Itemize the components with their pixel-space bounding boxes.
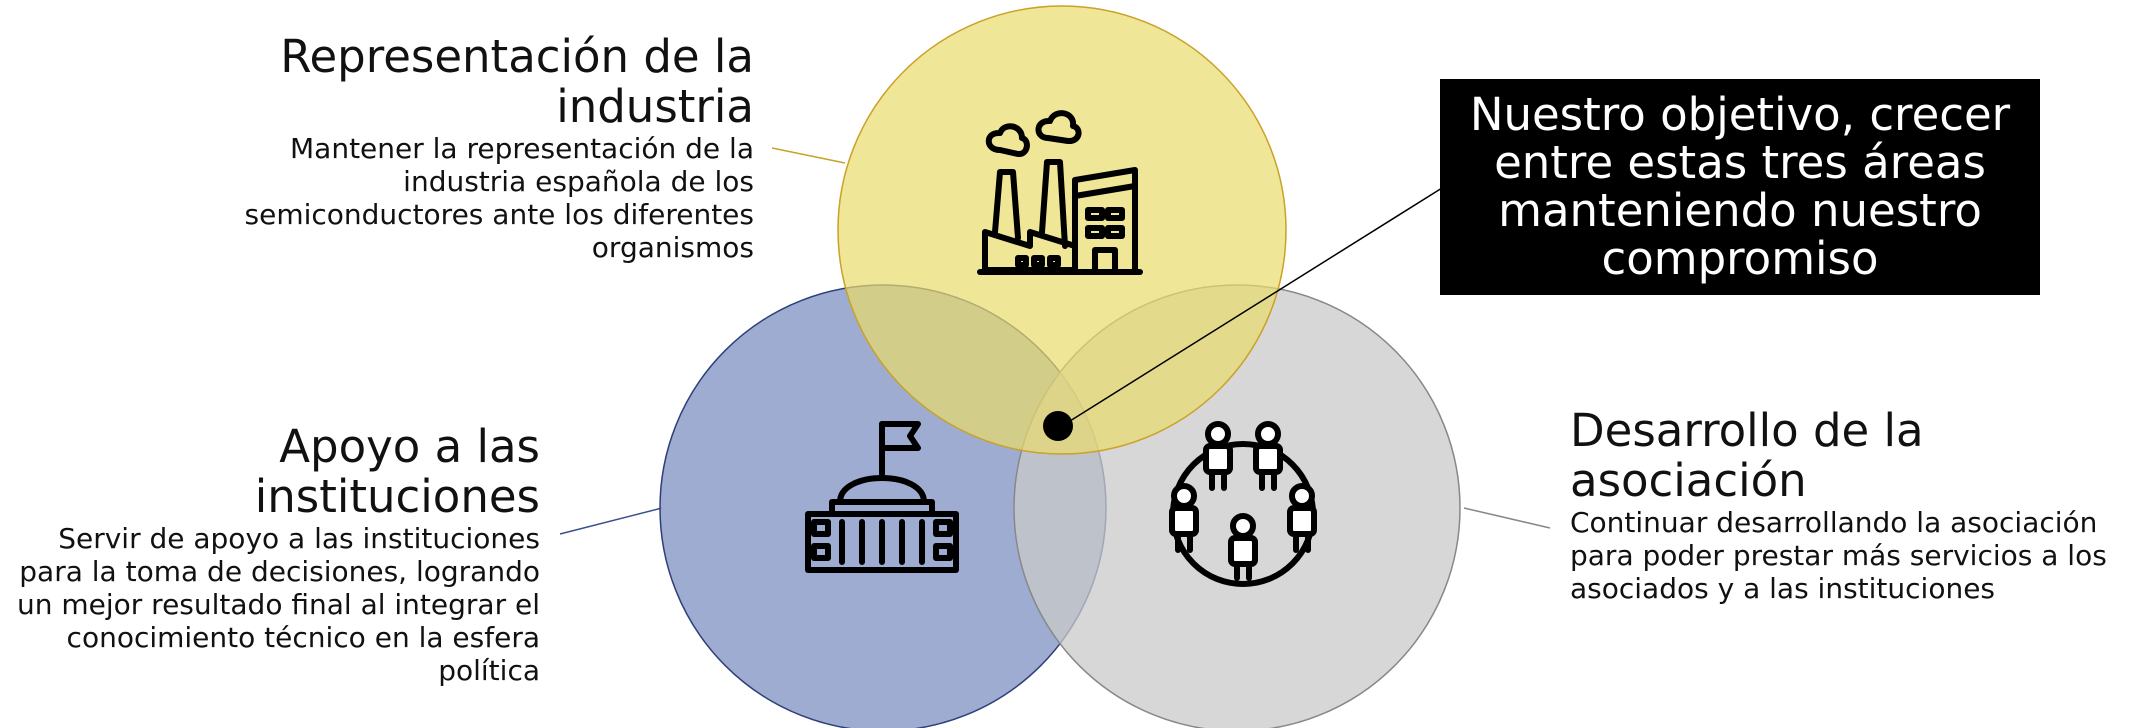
industry-connector [771,147,846,164]
objective-box: Nuestro objetivo, crecer entre estas tre… [1440,79,2040,295]
industry-block: Representación de la industria Mantener … [160,30,754,265]
objective-text: Nuestro objetivo, crecer entre estas tre… [1469,88,2011,285]
government-building-icon [805,421,959,573]
industry-title: Representación de la industria [280,30,754,133]
apoyo-title: Apoyo a las instituciones [254,420,540,523]
desarrollo-title: Desarrollo de la asociación [1570,404,1924,507]
desarrollo-connector [1463,507,1551,529]
factory-icon [977,110,1143,275]
apoyo-connector [559,507,663,535]
industry-description: Mantener la representación de la industr… [244,132,754,264]
center-dot [1043,411,1073,441]
apoyo-description: Servir de apoyo a las instituciones para… [16,522,540,687]
desarrollo-block: Desarrollo de la asociación Continuar de… [1570,404,2149,606]
desarrollo-description: Continuar desarrollando la asociación pa… [1570,506,2107,605]
apoyo-block: Apoyo a las instituciones Servir de apoy… [10,420,540,688]
people-network-icon [1169,421,1317,587]
objective-connector [1061,187,1443,427]
